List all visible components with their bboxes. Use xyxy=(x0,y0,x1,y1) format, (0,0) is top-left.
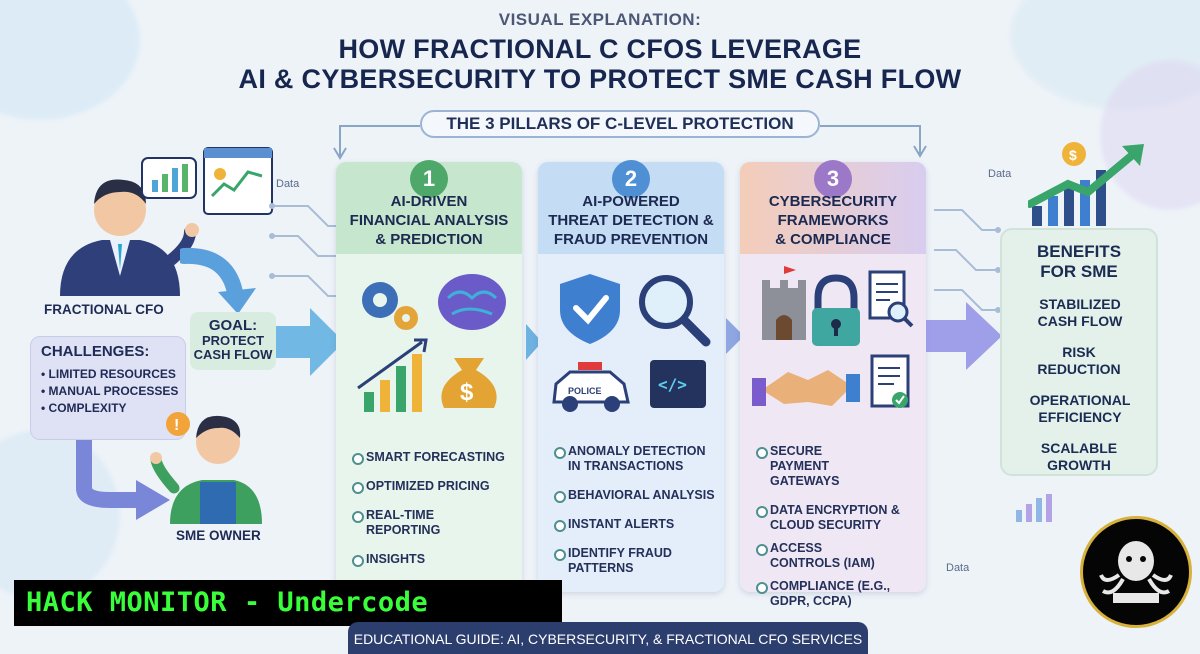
benefit-item: OPERATIONAL EFFICIENCY xyxy=(1029,392,1131,425)
pillar-2-title-line3: FRAUD PREVENTION xyxy=(553,231,709,248)
pillar-3-icons xyxy=(752,266,914,408)
police-text: POLICE xyxy=(568,386,602,396)
main-title-line2: AI & CYBERSECURITY TO PROTECT SME CASH F… xyxy=(238,64,962,94)
hack-monitor-banner: HACK MONITOR - Undercode xyxy=(14,580,562,626)
main-title: HOW FRACTIONAL C CFOS LEVERAGE AI & CYBE… xyxy=(0,34,1200,94)
pillar-2-item: IDENTIFY FRAUD PATTERNS xyxy=(552,546,682,576)
arrow-right-icon xyxy=(926,302,1002,370)
svg-text:</>: </> xyxy=(658,375,687,394)
pillar-1-title-line2: FINANCIAL ANALYSIS xyxy=(349,212,509,229)
pillar-2-number: 2 xyxy=(612,160,650,198)
pillar-1-title: AI-DRIVEN FINANCIAL ANALYSIS & PREDICTIO… xyxy=(336,184,522,249)
pillar-1-title-line1: AI-DRIVEN xyxy=(390,193,468,210)
challenge-item: COMPLEXITY xyxy=(41,400,185,417)
growth-chart-icon xyxy=(357,338,428,412)
pillar-1-item: OPTIMIZED PRICING xyxy=(350,479,516,494)
growth-chart-icon: $ xyxy=(1028,142,1144,226)
data-tag-right-top: Data xyxy=(988,168,1012,180)
arrow-right-icon xyxy=(276,308,344,376)
octopus-logo xyxy=(1080,516,1192,628)
pillar-2-list: ANOMALY DETECTION IN TRANSACTIONS BEHAVI… xyxy=(552,444,718,590)
pillar-2-title-line2: THREAT DETECTION & xyxy=(548,212,714,229)
pillar-3-card: 3 CYBERSECURITY FRAMEWORKS & COMPLIANCE xyxy=(740,160,926,608)
pillar-3-item: DATA ENCRYPTION & CLOUD SECURITY xyxy=(754,503,920,533)
pillar-1-list: SMART FORECASTING OPTIMIZED PRICING REAL… xyxy=(350,450,516,581)
pillar-2-item: ANOMALY DETECTION IN TRANSACTIONS xyxy=(552,444,718,474)
pillar-1-card: 1 AI-DRIVEN FINANCIAL ANALYSIS & PREDICT… xyxy=(336,160,522,592)
data-tag-left: Data xyxy=(276,178,300,190)
curved-arrow-icon xyxy=(180,247,256,314)
goal-title: GOAL: xyxy=(208,317,258,334)
handshake-icon xyxy=(752,370,860,406)
small-bar-chart-icon xyxy=(1016,494,1052,522)
chart-bubble-icon xyxy=(141,157,197,199)
pillar-2-title-line1: AI-POWERED xyxy=(582,193,680,210)
main-title-line1: HOW FRACTIONAL C CFOS LEVERAGE xyxy=(338,34,862,64)
document-search-icon xyxy=(868,270,914,328)
pillars-bracket xyxy=(333,125,927,160)
curved-arrow-down-icon xyxy=(76,440,170,520)
pillar-1-number: 1 xyxy=(410,160,448,198)
pillar-1-item: SMART FORECASTING xyxy=(350,450,516,465)
pillar-3-item: COMPLIANCE (e.g., GDPR, CCPA) xyxy=(754,579,894,609)
pillar-3-number: 3 xyxy=(814,160,852,198)
pillar-2-card: 2 AI-POWERED THREAT DETECTION & FRAUD PR… xyxy=(538,160,724,592)
challenges-title: CHALLENGES: xyxy=(41,343,150,360)
sme-owner-illustration: ! xyxy=(150,412,262,524)
benefits-title-line1: BENEFITS xyxy=(1036,242,1122,261)
document-check-icon xyxy=(870,354,910,408)
pillar-2-icons: POLICE </> xyxy=(552,274,711,412)
data-tag-right-bottom: Data xyxy=(946,562,970,574)
sme-owner-label: SME OWNER xyxy=(176,528,261,543)
svg-text:$: $ xyxy=(460,379,474,406)
money-bag-icon: $ xyxy=(441,358,497,408)
goal-line3: CASH FLOW xyxy=(193,347,273,362)
pillar-2-title: AI-POWERED THREAT DETECTION & FRAUD PREV… xyxy=(538,184,724,249)
benefits-title-line2: FOR SME xyxy=(1040,262,1118,281)
challenge-item: LIMITED RESOURCES xyxy=(41,366,185,383)
shield-check-icon xyxy=(560,274,620,344)
svg-text:$: $ xyxy=(1069,147,1077,163)
pillar-3-title: CYBERSECURITY FRAMEWORKS & COMPLIANCE xyxy=(740,184,926,249)
kicker-title: VISUAL EXPLANATION: xyxy=(498,10,702,29)
challenges-box: CHALLENGES: LIMITED RESOURCES MANUAL PRO… xyxy=(30,336,186,440)
benefits-box: BENEFITS FOR SME STABILIZED CASH FLOW RI… xyxy=(1000,228,1158,476)
octopus-icon xyxy=(1099,541,1173,603)
pillar-3-item: SECURE PAYMENT GATEWAYS xyxy=(754,444,884,489)
brain-icon xyxy=(438,274,506,330)
benefit-item: RISK REDUCTION xyxy=(1037,344,1121,377)
pillar-3-title-line1: CYBERSECURITY xyxy=(768,193,898,210)
footer-banner: EDUCATIONAL GUIDE: AI, CYBERSECURITY, & … xyxy=(348,622,868,654)
pillar-1-title-line3: & PREDICTION xyxy=(375,231,483,248)
fractional-cfo-label: FRACTIONAL CFO xyxy=(44,302,164,317)
pillar-3-title-line3: & COMPLIANCE xyxy=(775,231,891,248)
police-car-icon: POLICE xyxy=(552,362,630,412)
pillar-3-title-line2: FRAMEWORKS xyxy=(777,212,889,229)
goal-line2: PROTECT xyxy=(201,333,265,348)
castle-icon xyxy=(762,266,806,340)
svg-text:!: ! xyxy=(174,417,179,434)
pillar-2-item: INSTANT ALERTS xyxy=(552,517,718,532)
chevron-right-icon xyxy=(726,318,744,354)
chevron-right-icon xyxy=(526,324,542,360)
pillar-1-item: REAL-TIME REPORTING xyxy=(350,508,450,538)
pillars-banner: THE 3 PILLARS OF C-LEVEL PROTECTION xyxy=(420,110,820,138)
circuit-lines xyxy=(934,209,1001,313)
challenge-item: MANUAL PROCESSES xyxy=(41,383,185,400)
pillar-3-item: ACCESS CONTROLS (IAM) xyxy=(754,541,894,571)
pillar-1-item: INSIGHTS xyxy=(350,552,516,567)
goal-box: GOAL: PROTECT CASH FLOW xyxy=(190,312,276,370)
gears-icon xyxy=(362,282,418,330)
benefit-item: SCALABLE GROWTH xyxy=(1040,440,1118,473)
benefits-title: BENEFITS FOR SME xyxy=(1002,242,1156,282)
dashboard-chart-icon xyxy=(203,147,273,215)
pillar-3-list: SECURE PAYMENT GATEWAYS DATA ENCRYPTION … xyxy=(754,444,920,623)
pillar-1-icons: $ xyxy=(357,274,506,412)
circuit-lines xyxy=(269,203,346,297)
padlock-icon xyxy=(812,274,860,346)
magnifier-icon xyxy=(639,275,711,347)
pillar-2-item: BEHAVIORAL ANALYSIS xyxy=(552,488,718,503)
benefit-item: STABILIZED CASH FLOW xyxy=(1037,296,1123,329)
code-window-icon: </> xyxy=(650,360,706,408)
